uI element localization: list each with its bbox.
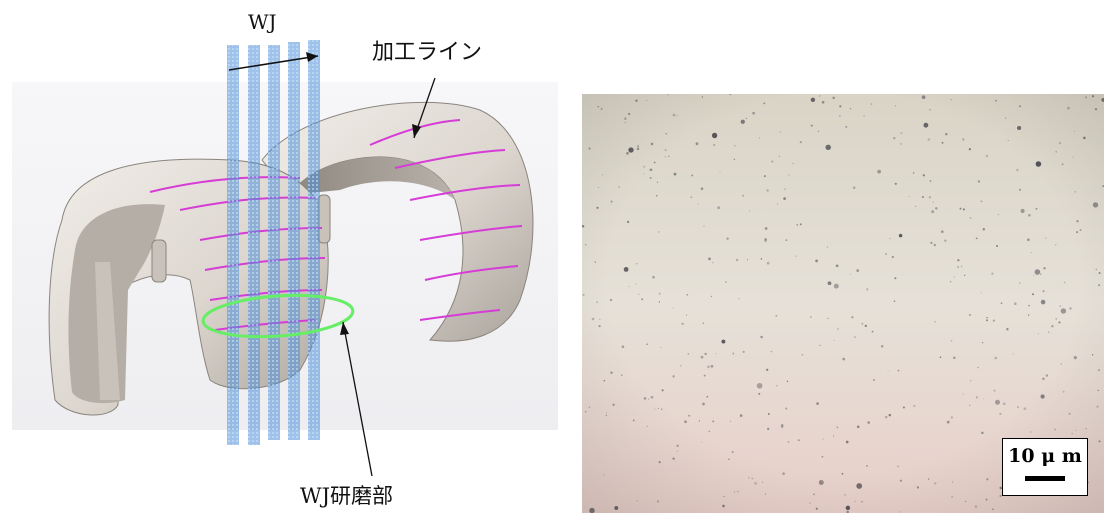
wj-beam — [288, 42, 300, 440]
scale-bar-box: 10 μ m — [1002, 438, 1088, 496]
knee-component-diagram: WJ 加工ライン WJ研磨部 — [0, 0, 560, 513]
processing-line-label: 加工ライン — [372, 34, 482, 66]
wj-beam — [308, 40, 320, 440]
wj-beam — [227, 45, 239, 445]
fixation-peg-1 — [152, 240, 166, 282]
knee-component-illustration — [0, 0, 560, 513]
scale-bar — [1025, 476, 1065, 481]
wj-label: WJ — [248, 10, 277, 34]
wj-beam — [248, 45, 260, 445]
wj-beam — [268, 45, 280, 440]
wj-polished-part-label: WJ研磨部 — [300, 480, 393, 510]
surface-micrograph: 10 μ m — [582, 94, 1104, 513]
scale-bar-label: 10 μ m — [1003, 445, 1087, 467]
